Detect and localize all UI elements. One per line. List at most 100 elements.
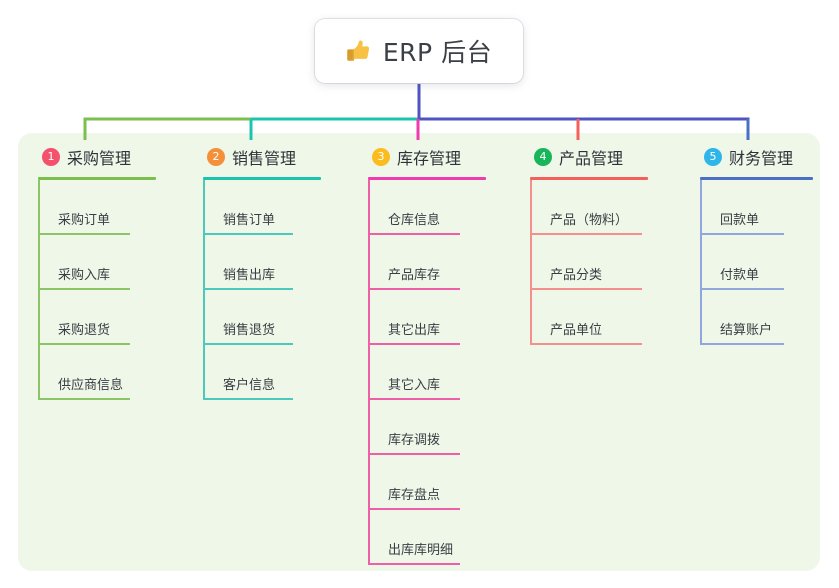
leaf-underline [368, 508, 460, 510]
leaf-underline [203, 343, 293, 345]
leaf-underline [530, 343, 642, 345]
leaf-item[interactable]: 出库库明细 [368, 510, 486, 565]
leaf-underline [203, 288, 293, 290]
leaf-label: 销售出库 [223, 268, 276, 283]
leaf-label: 客户信息 [223, 378, 276, 393]
column-underline [700, 177, 813, 180]
leaf-item[interactable]: 产品（物料） [530, 180, 648, 235]
leaf-label: 销售订单 [223, 213, 276, 228]
leaf-label: 回款单 [720, 213, 760, 228]
column-title: 库存管理 [397, 149, 462, 168]
leaf-label: 产品库存 [388, 268, 441, 283]
leaf-item[interactable]: 产品库存 [368, 235, 486, 290]
leaf-item[interactable]: 库存调拨 [368, 400, 486, 455]
leaf-underline [368, 563, 460, 565]
leaf-item[interactable]: 结算账户 [700, 290, 813, 345]
leaf-spine [530, 180, 532, 345]
leaf-underline [38, 233, 130, 235]
leaf-label: 采购入库 [58, 268, 111, 283]
leaf-label: 供应商信息 [58, 378, 124, 393]
root-node-title: ERP 后台 [382, 38, 493, 67]
leaf-list: 仓库信息产品库存其它出库其它入库库存调拨库存盘点出库库明细 [368, 180, 486, 565]
leaf-underline [368, 343, 460, 345]
leaf-list: 采购订单采购入库采购退货供应商信息 [38, 180, 156, 400]
leaf-label: 付款单 [720, 268, 760, 283]
leaf-item[interactable]: 采购入库 [38, 235, 156, 290]
column-title: 销售管理 [232, 149, 297, 168]
column-title: 产品管理 [559, 149, 624, 168]
leaf-label: 产品（物料） [550, 213, 629, 228]
leaf-list: 产品（物料） 产品分类产品单位 [530, 180, 648, 345]
leaf-underline [38, 343, 130, 345]
leaf-item[interactable]: 仓库信息 [368, 180, 486, 235]
column-title: 采购管理 [67, 149, 132, 168]
column-underline [38, 177, 156, 180]
badge-number-icon: 1 [42, 148, 60, 166]
diagram-panel [18, 133, 820, 571]
leaf-item[interactable]: 销售订单 [203, 180, 321, 235]
root-node-card[interactable]: ERP 后台 [315, 19, 523, 83]
leaf-underline [203, 233, 293, 235]
leaf-spine [203, 180, 205, 400]
leaf-label: 结算账户 [720, 323, 773, 338]
leaf-underline [368, 288, 460, 290]
leaf-spine [368, 180, 370, 565]
column-underline [530, 177, 648, 180]
leaf-label: 销售退货 [223, 323, 276, 338]
leaf-label: 产品分类 [550, 268, 603, 283]
leaf-item[interactable]: 其它出库 [368, 290, 486, 345]
leaf-underline [700, 233, 784, 235]
leaf-item[interactable]: 采购退货 [38, 290, 156, 345]
leaf-underline [530, 288, 642, 290]
leaf-item[interactable]: 其它入库 [368, 345, 486, 400]
leaf-label: 出库库明细 [388, 543, 454, 558]
leaf-underline [368, 398, 460, 400]
leaf-label: 其它出库 [388, 323, 441, 338]
column-1: 1 采购管理采购订单采购入库采购退货供应商信息 [38, 145, 156, 400]
column-underline [368, 177, 486, 180]
column-4: 4 产品管理产品（物料） 产品分类产品单位 [530, 145, 648, 345]
leaf-item[interactable]: 销售出库 [203, 235, 321, 290]
column-header-3[interactable]: 3 库存管理 [368, 145, 486, 169]
leaf-label: 采购退货 [58, 323, 111, 338]
leaf-item[interactable]: 供应商信息 [38, 345, 156, 400]
column-header-5[interactable]: 5 财务管理 [700, 145, 813, 169]
leaf-item[interactable]: 销售退货 [203, 290, 321, 345]
leaf-spine [38, 180, 40, 400]
leaf-label: 产品单位 [550, 323, 603, 338]
leaf-item[interactable]: 付款单 [700, 235, 813, 290]
leaf-label: 其它入库 [388, 378, 441, 393]
leaf-item[interactable]: 客户信息 [203, 345, 321, 400]
leaf-item[interactable]: 库存盘点 [368, 455, 486, 510]
leaf-item[interactable]: 采购订单 [38, 180, 156, 235]
column-title: 财务管理 [729, 149, 794, 168]
leaf-label: 库存调拨 [388, 433, 441, 448]
leaf-item[interactable]: 产品分类 [530, 235, 648, 290]
leaf-item[interactable]: 产品单位 [530, 290, 648, 345]
column-5: 5 财务管理回款单付款单结算账户 [700, 145, 813, 345]
leaf-list: 销售订单销售出库销售退货客户信息 [203, 180, 321, 400]
leaf-underline [700, 288, 784, 290]
leaf-spine [700, 180, 702, 345]
leaf-underline [530, 233, 642, 235]
leaf-underline [368, 453, 460, 455]
badge-number-icon: 4 [534, 148, 552, 166]
root-node-content: ERP 后台 [346, 33, 492, 69]
badge-number-icon: 5 [704, 148, 722, 166]
leaf-label: 库存盘点 [388, 488, 441, 503]
thumbs-up-icon [347, 40, 370, 61]
leaf-underline [38, 288, 130, 290]
leaf-underline [203, 398, 293, 400]
column-header-4[interactable]: 4 产品管理 [530, 145, 648, 169]
leaf-underline [368, 233, 460, 235]
badge-number-icon: 3 [372, 148, 390, 166]
column-underline [203, 177, 321, 180]
column-header-1[interactable]: 1 采购管理 [38, 145, 156, 169]
leaf-item[interactable]: 回款单 [700, 180, 813, 235]
leaf-label: 仓库信息 [388, 213, 441, 228]
leaf-list: 回款单付款单结算账户 [700, 180, 813, 345]
leaf-underline [700, 343, 784, 345]
